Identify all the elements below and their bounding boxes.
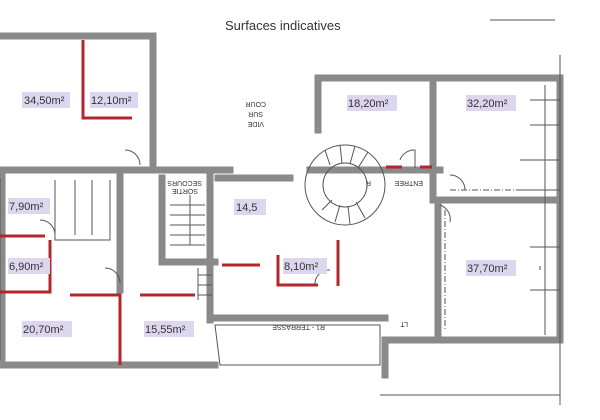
lt-label: LT: [400, 320, 408, 327]
cour-label: COUR: [245, 100, 266, 107]
walls: [0, 19, 564, 405]
room-area: 14,5: [236, 202, 257, 214]
secours-label: SECOURS: [167, 179, 202, 186]
room-area: 32,20m²: [467, 98, 508, 110]
r-label: R: [366, 179, 371, 186]
entree-label: ENTREE: [394, 179, 423, 186]
partitions: [0, 40, 432, 365]
room-area: 15,55m²: [145, 324, 186, 336]
room-area: 12,10m²: [91, 95, 132, 107]
sortie-label: SORTIE: [172, 187, 198, 194]
doors: [39, 149, 466, 286]
room-area: 37,70m²: [467, 263, 508, 275]
room-area: 20,70m²: [23, 324, 64, 336]
room-area: 18,20m²: [348, 98, 389, 110]
sur-label: SUR: [248, 110, 263, 117]
room-area: 34,50m²: [24, 95, 65, 107]
room-area: 7,90m²: [9, 201, 44, 213]
terrasse-label: R1 - TERRASSE: [272, 323, 325, 330]
annotations: VIDE SUR COUR SORTIE SECOURS ENTREE R R1…: [167, 100, 423, 330]
room-area: 8,10m²: [284, 261, 319, 273]
vide-label: VIDE: [247, 120, 264, 127]
spiral-staircase: [304, 144, 386, 226]
room-area: 6,90m²: [9, 261, 44, 273]
room-labels: 34,50m² 12,10m² 7,90m² 6,90m² 20,70m² 15…: [8, 92, 516, 337]
plan-title: Surfaces indicatives: [225, 18, 341, 33]
